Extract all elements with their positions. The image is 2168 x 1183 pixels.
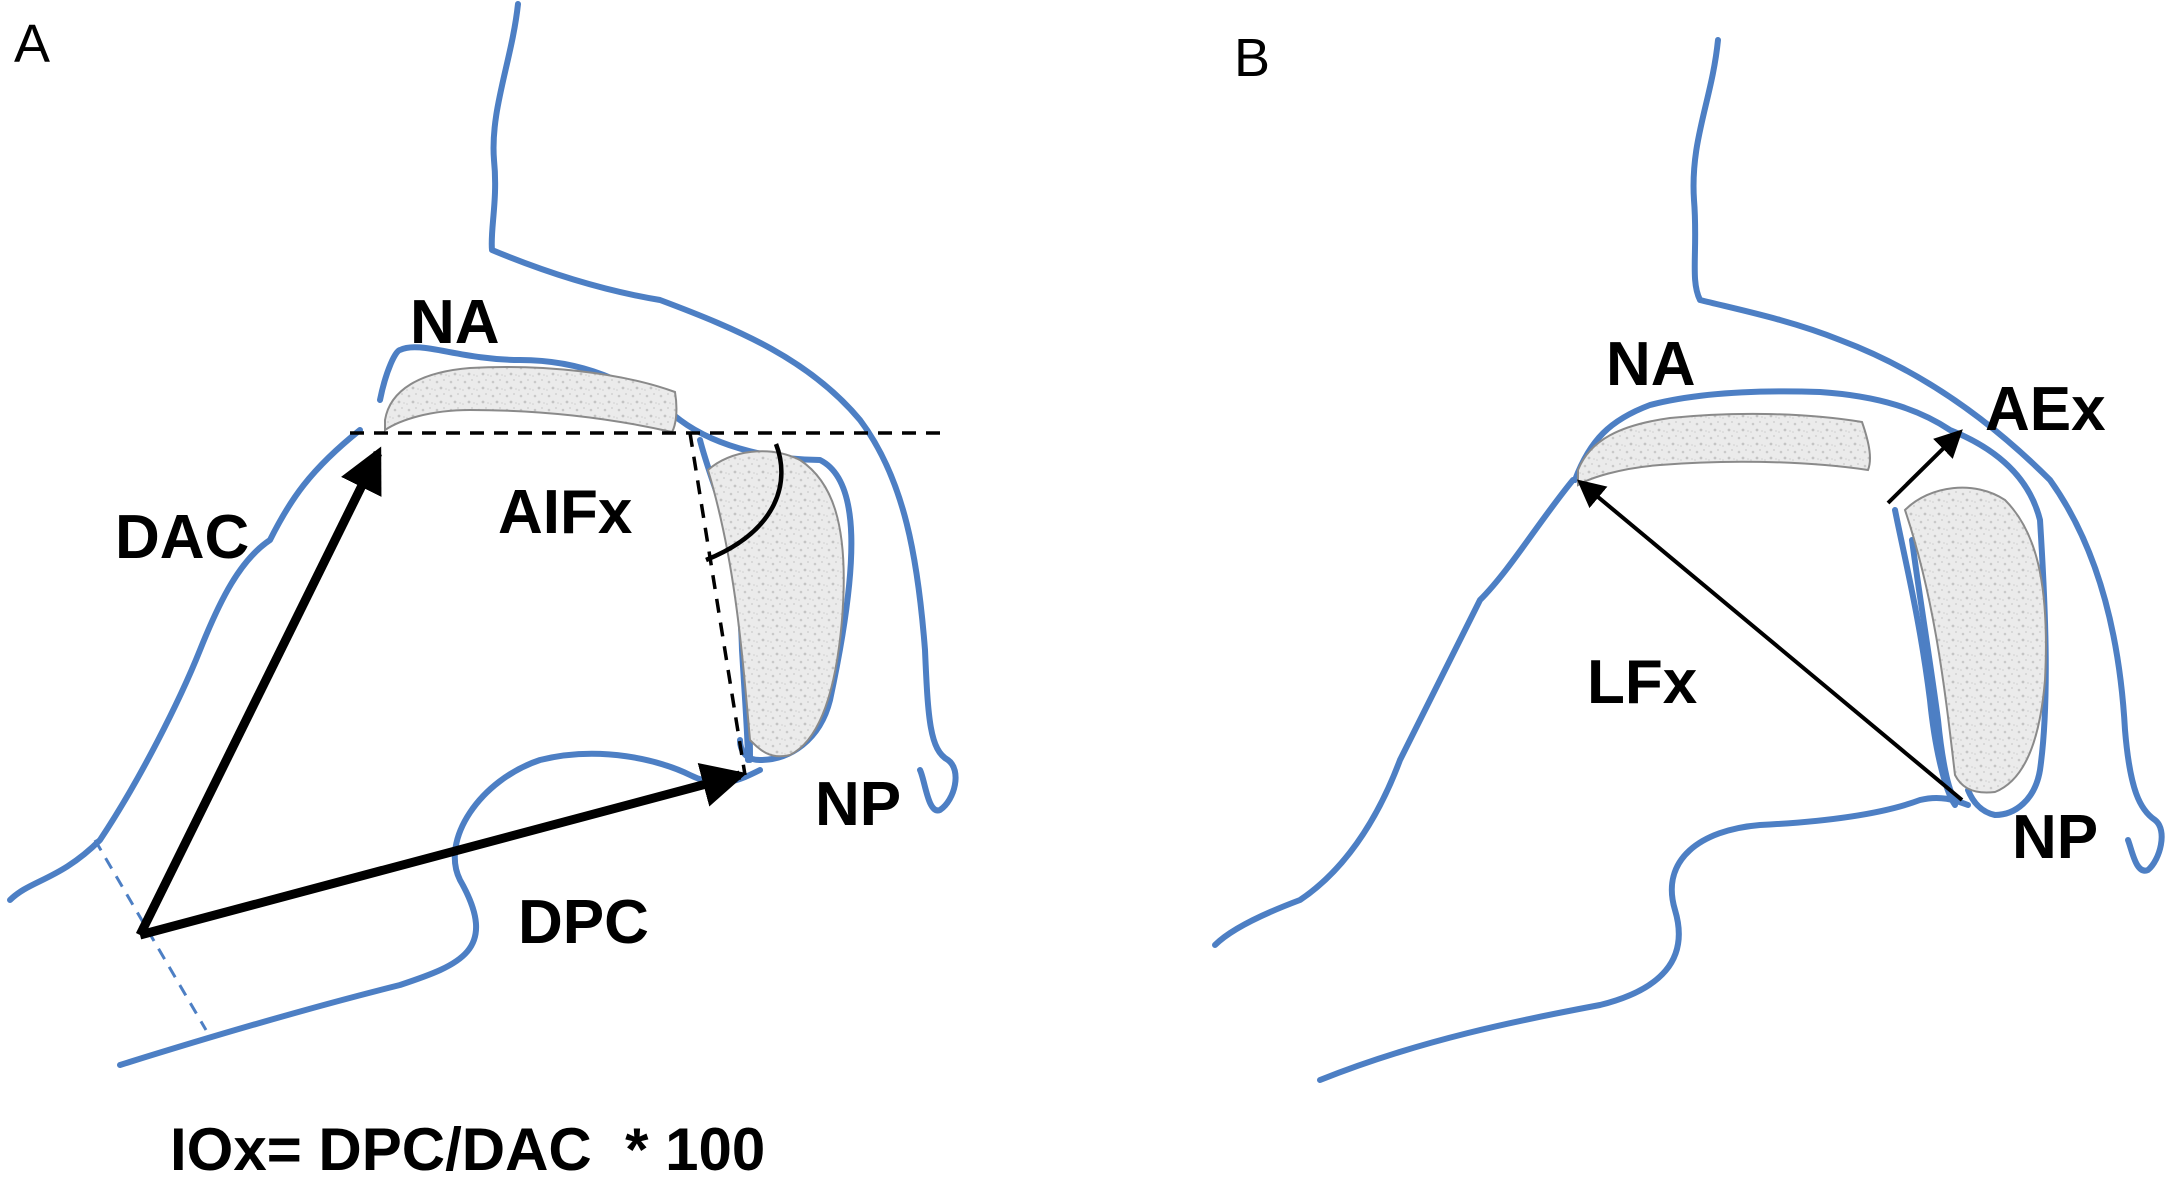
panel-a: A NA DAC AIFx NP DPC IOx= DPC/DAC * 100 (7, 1, 959, 1183)
panel-a-dpc-label: DPC (518, 888, 649, 957)
panel-a-dac-arrow (135, 446, 383, 937)
panel-b-alar-cartilage (1577, 412, 1871, 487)
panel-b-aex-arrow (1886, 429, 1963, 505)
panel-a-nostril-base-outline (117, 750, 763, 1068)
panel-b-letter: B (1234, 28, 1270, 88)
panel-b-lateral-cartilage (1903, 486, 2047, 794)
panel-a-dpc-arrow (138, 762, 747, 940)
panel-b-inner-alar-outline (1212, 477, 1576, 948)
panel-b-nostril-base-outline (1317, 794, 1971, 1083)
panel-b: B NA AEx LFx NP (1212, 28, 2165, 1083)
panel-b-lfx-label: LFx (1587, 648, 1698, 717)
panel-a-aifx-reference-line (688, 432, 747, 776)
panel-a-iox-formula: IOx= DPC/DAC * 100 (170, 1116, 765, 1183)
panel-b-na-label: NA (1606, 330, 1696, 399)
panel-a-dorsum-outline (488, 1, 959, 814)
panel-b-upper-nostril-outline (1572, 388, 2049, 818)
panel-a-aifx-label: AIFx (498, 478, 633, 547)
panel-a-inner-alar-outline (7, 427, 363, 903)
panel-b-dorsum-outline (1690, 37, 2165, 874)
panel-a-lateral-cartilage (706, 450, 845, 758)
panel-b-aex-label: AEx (1985, 375, 2106, 444)
panel-a-na-label: NA (410, 288, 500, 357)
panel-b-lfx-arrow (1576, 479, 1964, 802)
panel-a-letter: A (14, 14, 50, 74)
panel-a-alar-cartilage (384, 366, 678, 434)
panel-a-aifx-angle-arc (705, 443, 784, 563)
panel-b-np-label: NP (2012, 803, 2098, 872)
panel-a-dac-label: DAC (115, 503, 249, 572)
panel-a-np-label: NP (815, 770, 901, 839)
panel-b-columella-inner-outline (1909, 537, 1958, 803)
